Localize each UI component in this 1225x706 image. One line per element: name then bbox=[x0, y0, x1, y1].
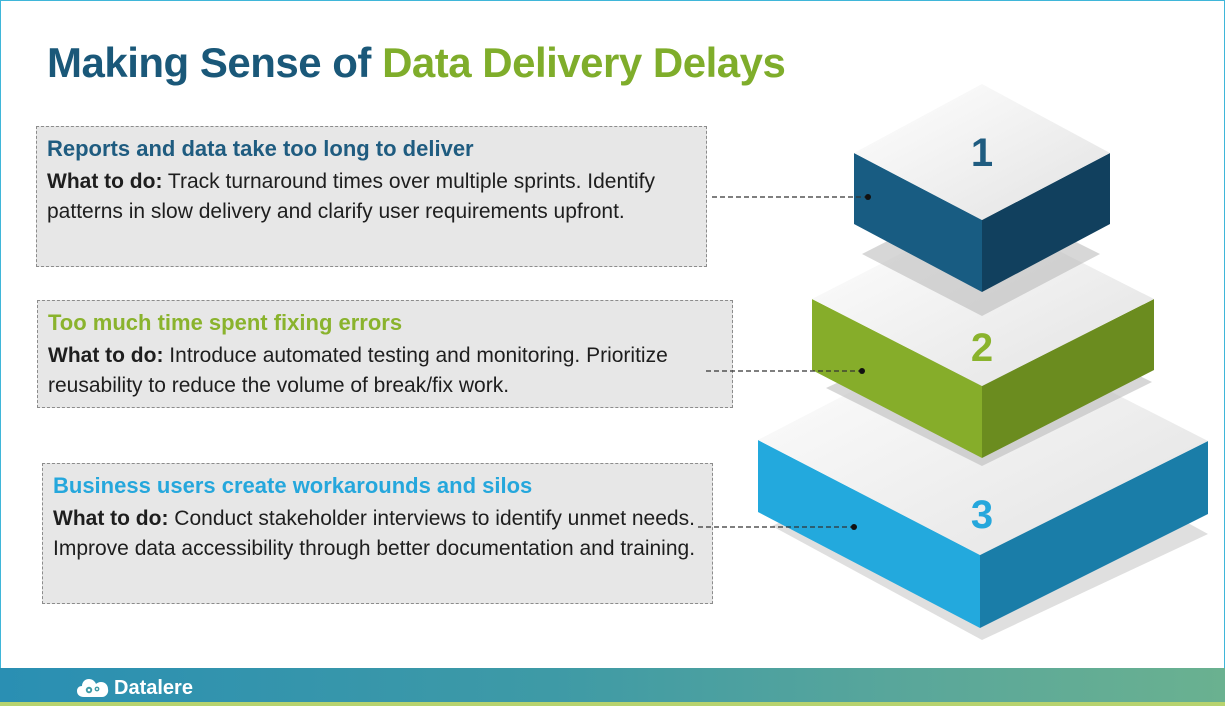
pyramid-level-1 bbox=[854, 84, 1110, 316]
item-heading-1: Reports and data take too long to delive… bbox=[47, 136, 474, 161]
footer-brand: Datalere bbox=[114, 676, 193, 699]
footer-bar bbox=[0, 668, 1225, 706]
footer-logo: Datalere bbox=[76, 676, 193, 700]
connector-2 bbox=[706, 368, 865, 374]
level-1-right-face bbox=[982, 153, 1110, 292]
title-part-2: Data Delivery Delays bbox=[382, 39, 786, 86]
item-lead-1: What to do: bbox=[47, 170, 163, 193]
item-card-3: Business users create workarounds and si… bbox=[42, 463, 713, 604]
item-body-3: What to do: Conduct stakeholder intervie… bbox=[53, 504, 702, 564]
item-lead-2: What to do: bbox=[48, 344, 164, 367]
level-2-right-face bbox=[982, 299, 1154, 458]
level-number-2: 2 bbox=[971, 326, 993, 370]
item-body-1: What to do: Track turnaround times over … bbox=[47, 167, 696, 227]
connector-3 bbox=[698, 524, 857, 530]
item-lead-3: What to do: bbox=[53, 507, 169, 530]
level-1-top-face bbox=[854, 84, 1110, 220]
level-number-1: 1 bbox=[971, 131, 993, 175]
title-part-1: Making Sense of bbox=[47, 39, 383, 86]
level-number-3: 3 bbox=[971, 493, 993, 537]
item-heading-2: Too much time spent fixing errors bbox=[48, 310, 403, 335]
footer-accent-line bbox=[0, 702, 1225, 706]
item-body-2: What to do: Introduce automated testing … bbox=[48, 341, 722, 401]
cloud-gear-icon bbox=[77, 679, 109, 697]
level-3-left-face bbox=[758, 440, 980, 628]
item-text-1: Track turnaround times over multiple spr… bbox=[47, 170, 656, 223]
item-card-1: Reports and data take too long to delive… bbox=[36, 126, 707, 267]
level-1-left-face bbox=[854, 153, 982, 292]
connector-1 bbox=[712, 194, 871, 200]
page-title: Making Sense of Data Delivery Delays bbox=[47, 36, 786, 90]
item-text-3: Conduct stakeholder interviews to identi… bbox=[53, 507, 696, 560]
item-card-2: Too much time spent fixing errors What t… bbox=[37, 300, 733, 408]
level-2-left-face bbox=[812, 299, 982, 458]
item-text-2: Introduce automated testing and monitori… bbox=[48, 344, 668, 397]
level-3-right-face bbox=[980, 441, 1208, 628]
item-heading-3: Business users create workarounds and si… bbox=[53, 473, 533, 498]
